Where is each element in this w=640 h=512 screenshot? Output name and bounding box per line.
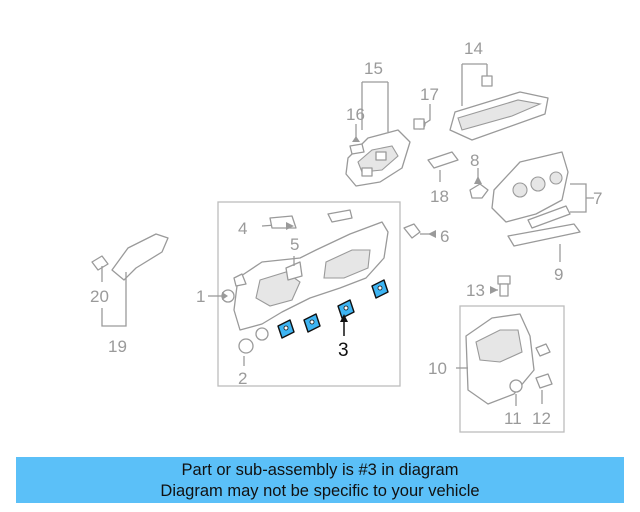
banner-line-1: Part or sub-assembly is #3 in diagram	[181, 461, 459, 479]
banner-line-2: Diagram may not be specific to your vehi…	[160, 482, 480, 500]
callout-15: 15	[364, 59, 383, 78]
callout-18: 18	[430, 187, 449, 206]
leader-20-top	[101, 266, 127, 282]
callout-7: 7	[593, 189, 602, 208]
side-bracket	[91, 233, 169, 281]
lower-knee-panel	[233, 209, 389, 354]
callout-6: 6	[440, 227, 449, 246]
group-box-console	[459, 305, 565, 433]
callout-8: 8	[470, 151, 479, 170]
leader-16-arrow	[352, 136, 360, 142]
callout-2: 2	[238, 369, 247, 388]
leader-4-arrow	[286, 222, 294, 230]
cover-18	[427, 151, 459, 169]
leader-6-arrow	[428, 230, 436, 238]
callout-4: 4	[238, 219, 247, 238]
callout-5: 5	[290, 235, 299, 254]
leader-15	[361, 81, 389, 132]
center-bezel	[491, 151, 571, 229]
leader-13-arrow	[490, 286, 498, 294]
clip-3-b-hole	[309, 319, 315, 325]
callout-20: 20	[90, 287, 109, 306]
callout-12: 12	[532, 409, 551, 428]
leader-14	[461, 63, 488, 106]
group-box-lower-panel	[217, 201, 401, 387]
leader-8-arrow	[474, 176, 482, 184]
info-banner: Part or sub-assembly is #3 in diagram Di…	[16, 457, 624, 503]
callout-1: 1	[196, 287, 205, 306]
callout-11: 11	[504, 409, 522, 428]
clip-16	[349, 143, 365, 155]
callout-19: 19	[108, 337, 127, 356]
clip-12	[535, 373, 553, 389]
bolt-17	[413, 118, 426, 130]
highlighted-part-3	[277, 279, 389, 339]
leader-3-arrow	[340, 314, 348, 322]
callout-13: 13	[466, 281, 485, 300]
callout-14: 14	[464, 39, 483, 58]
callout-10: 10	[428, 359, 447, 378]
callout-3: 3	[338, 340, 349, 361]
leader-1-arrow	[222, 292, 228, 300]
clip-3-c-hole	[343, 305, 349, 311]
bolt-13	[497, 275, 511, 297]
bracket-8	[469, 183, 489, 199]
clip-3-d-hole	[377, 285, 383, 291]
callout-9: 9	[554, 265, 563, 284]
callout-17: 17	[420, 85, 439, 104]
leader-19	[101, 282, 127, 327]
clip-3-a-hole	[283, 325, 289, 331]
leader-17	[423, 104, 431, 125]
clip-6	[403, 223, 421, 239]
callout-16: 16	[346, 105, 365, 124]
console-panel	[465, 313, 551, 405]
leader-7	[570, 183, 594, 213]
parts-diagram: 14 15 16 17 18 8 7 9 6	[90, 39, 602, 433]
knob-11	[509, 379, 523, 393]
glove-box-door	[449, 75, 549, 141]
trim-strip-9	[507, 223, 581, 247]
